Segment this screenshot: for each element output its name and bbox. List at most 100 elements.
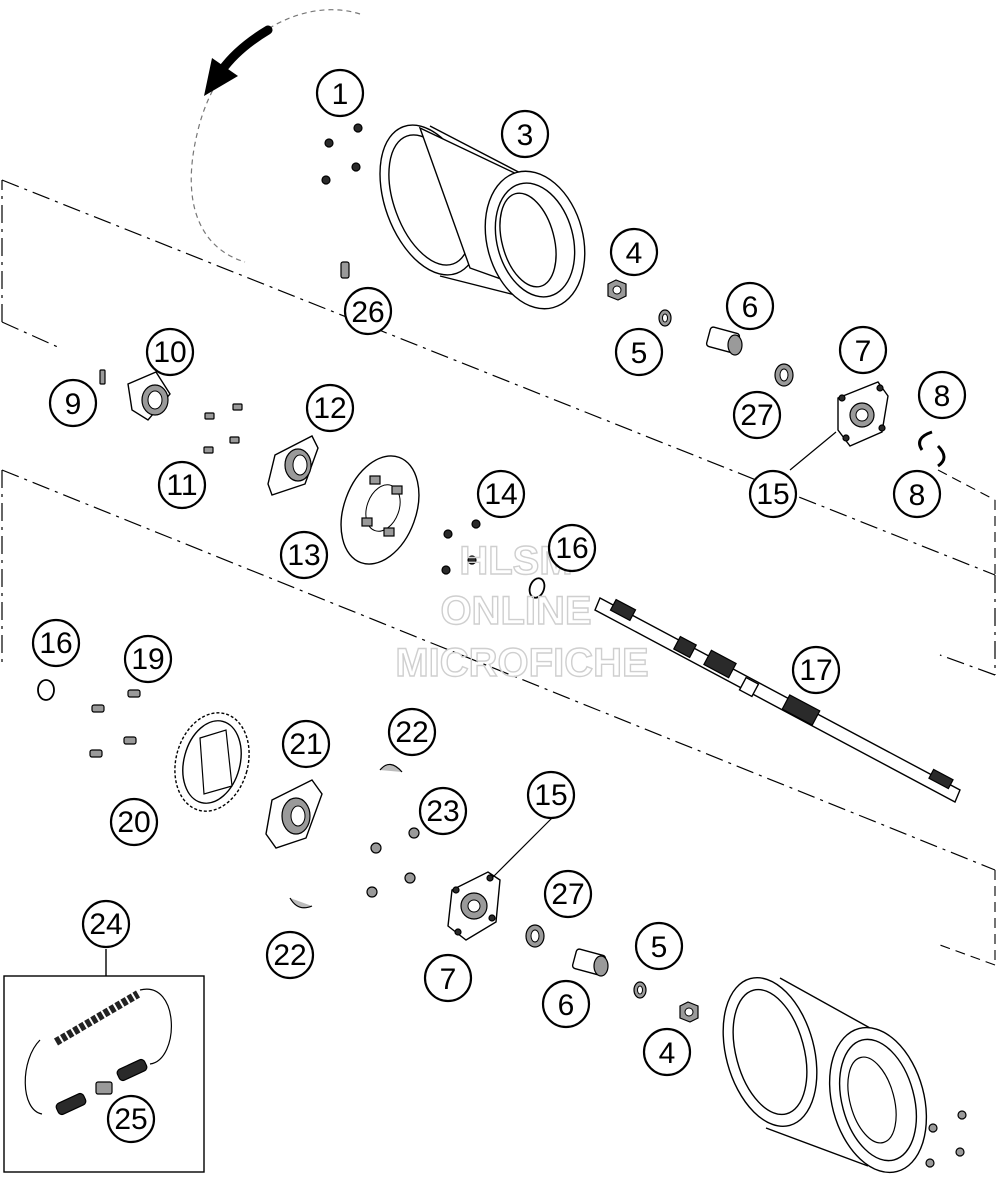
callout-6-lower[interactable]: 6 xyxy=(541,979,591,1029)
disc-carrier-flange xyxy=(267,435,319,496)
callout-label: 16 xyxy=(39,627,72,660)
callout-label: 21 xyxy=(289,728,322,761)
axle-nut-upper xyxy=(607,279,627,301)
watermark-line-2: ONLINE xyxy=(440,589,591,633)
disc-nuts xyxy=(441,519,481,575)
axle-shaft xyxy=(594,597,961,803)
washer-lower xyxy=(633,981,647,999)
washer-upper xyxy=(658,309,672,327)
callout-21[interactable]: 21 xyxy=(281,719,331,769)
callout-label: 24 xyxy=(89,908,122,941)
callout-label: 5 xyxy=(631,337,648,370)
callout-label: 5 xyxy=(651,931,668,964)
callout-label: 22 xyxy=(395,716,428,749)
callout-label: 7 xyxy=(440,963,457,996)
callout-16-lower[interactable]: 16 xyxy=(31,618,81,668)
callout-label: 19 xyxy=(131,643,164,676)
callout-22-upper[interactable]: 22 xyxy=(387,707,437,757)
callout-label: 11 xyxy=(166,469,197,502)
callout-27-upper[interactable]: 27 xyxy=(732,390,782,440)
bearing-carrier-lower xyxy=(447,871,501,941)
callout-20[interactable]: 20 xyxy=(109,797,159,847)
callout-label: 8 xyxy=(909,479,926,512)
callout-label: 14 xyxy=(484,478,517,511)
wheel-nuts-lower xyxy=(925,1110,967,1168)
brake-disc xyxy=(340,455,420,565)
callout-label: 6 xyxy=(742,291,759,324)
callout-3[interactable]: 3 xyxy=(500,109,550,159)
callout-16-upper[interactable]: 16 xyxy=(547,523,597,573)
callout-label: 13 xyxy=(287,539,320,572)
callout-label: 20 xyxy=(117,806,150,839)
leader-lines xyxy=(491,431,837,879)
o-ring-lower xyxy=(37,679,55,701)
valve-stem xyxy=(340,261,350,279)
callout-label: 25 xyxy=(114,1103,147,1136)
callout-15-lower[interactable]: 15 xyxy=(526,770,576,820)
callout-26[interactable]: 26 xyxy=(343,286,393,336)
callout-19[interactable]: 19 xyxy=(123,634,173,684)
assembly-boundary-lines xyxy=(1,179,996,966)
half-ring-upper xyxy=(379,763,403,773)
callout-label: 3 xyxy=(517,119,534,152)
callouts: 1 3 4 26 6 5 7 10 9 12 8 27 11 8 15 14 1… xyxy=(31,68,967,1144)
callout-22-lower[interactable]: 22 xyxy=(265,930,315,980)
callout-1[interactable]: 1 xyxy=(315,68,365,118)
callout-5-upper[interactable]: 5 xyxy=(614,327,664,377)
callout-label: 8 xyxy=(934,380,951,413)
bearing-carrier-upper xyxy=(837,381,889,447)
spacer-sleeve-upper xyxy=(705,326,743,356)
callout-label: 6 xyxy=(558,989,575,1022)
callout-7-upper[interactable]: 7 xyxy=(838,325,888,375)
callout-25[interactable]: 25 xyxy=(106,1094,156,1144)
washer-ring-lower xyxy=(525,924,545,948)
rear-sprocket xyxy=(174,712,250,812)
callout-label: 23 xyxy=(426,795,459,828)
callout-27-lower[interactable]: 27 xyxy=(543,869,593,919)
callout-label: 12 xyxy=(313,392,346,425)
washer-ring-upper xyxy=(774,363,794,387)
callout-8-upper[interactable]: 8 xyxy=(917,370,967,420)
rim-upper xyxy=(379,124,586,310)
bolt-9 xyxy=(99,369,106,385)
callout-label: 15 xyxy=(756,478,789,511)
callout-label: 7 xyxy=(855,335,872,368)
watermark-line-3: MICROFICHE xyxy=(395,641,648,685)
callout-12[interactable]: 12 xyxy=(305,383,355,433)
callout-17[interactable]: 17 xyxy=(791,645,841,695)
callout-label: 1 xyxy=(332,78,349,111)
callout-9[interactable]: 9 xyxy=(48,378,98,428)
tire-outline xyxy=(190,9,361,263)
callout-11[interactable]: 11 xyxy=(157,460,207,510)
callout-4-upper[interactable]: 4 xyxy=(609,227,659,277)
callout-label: 9 xyxy=(65,388,82,421)
callout-14[interactable]: 14 xyxy=(476,469,526,519)
rim-lower xyxy=(722,977,928,1174)
callout-13[interactable]: 13 xyxy=(279,530,329,580)
callout-23[interactable]: 23 xyxy=(418,786,468,836)
callout-10[interactable]: 10 xyxy=(145,327,195,377)
callout-24[interactable]: 24 xyxy=(81,899,131,949)
callout-5-lower[interactable]: 5 xyxy=(634,921,684,971)
callout-label: 17 xyxy=(799,654,832,687)
callout-7-lower[interactable]: 7 xyxy=(423,953,473,1003)
axle-nut-lower xyxy=(679,1001,699,1023)
small-bolts-11 xyxy=(203,403,243,454)
circlips xyxy=(918,430,946,468)
callout-label: 10 xyxy=(153,336,186,369)
wheel-nuts-upper xyxy=(321,123,363,185)
callout-8-lower[interactable]: 8 xyxy=(892,469,942,519)
chain-box xyxy=(3,949,205,1173)
callout-6-upper[interactable]: 6 xyxy=(725,281,775,331)
sprocket-bolts xyxy=(89,689,141,758)
rotation-arrow-icon xyxy=(204,25,273,96)
sprocket-carrier-hub xyxy=(265,779,323,849)
callout-label: 4 xyxy=(626,237,643,270)
callout-4-lower[interactable]: 4 xyxy=(642,1027,692,1077)
callout-label: 27 xyxy=(740,399,773,432)
callout-label: 16 xyxy=(555,532,588,565)
half-ring-lower xyxy=(289,897,313,909)
callout-15-upper[interactable]: 15 xyxy=(748,469,798,519)
callout-label: 27 xyxy=(551,878,584,911)
